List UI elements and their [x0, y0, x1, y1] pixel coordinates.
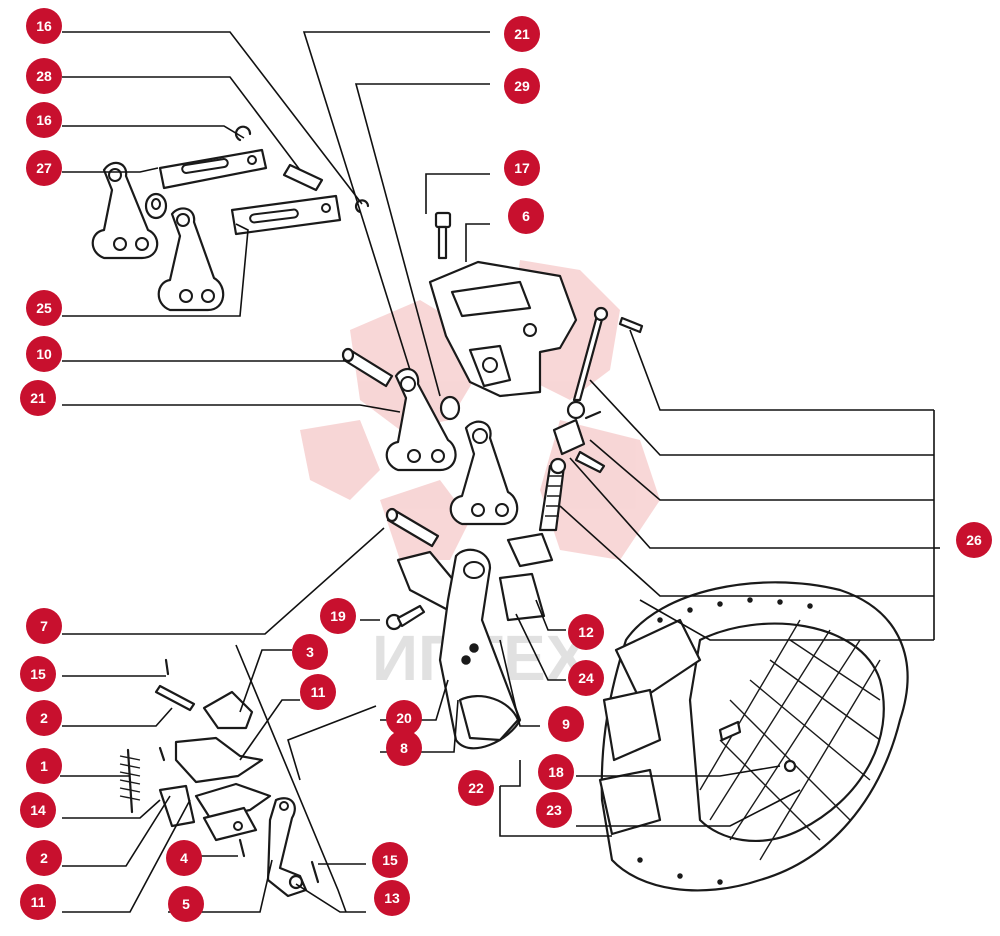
callout-label: 11 — [31, 894, 46, 910]
callout-label: 22 — [468, 780, 484, 796]
part-rod-assembly — [498, 306, 644, 622]
callout-label: 7 — [40, 618, 48, 634]
callout-label: 10 — [36, 346, 52, 362]
callout: 9 — [548, 706, 584, 742]
callout: 10 — [26, 336, 62, 372]
callout-label: 3 — [306, 644, 314, 660]
callout-label: 20 — [396, 710, 412, 726]
callout-label: 26 — [966, 532, 982, 548]
callout: 8 — [386, 730, 422, 766]
callout-label: 21 — [514, 26, 530, 42]
callout: 26 — [956, 522, 992, 558]
callout-label: 14 — [30, 802, 46, 818]
callout-label: 6 — [522, 208, 530, 224]
callout: 4 — [166, 840, 202, 876]
callout-label: 18 — [548, 764, 564, 780]
callout: 14 — [20, 792, 56, 828]
callout: 5 — [168, 886, 204, 922]
callout: 21 — [504, 16, 540, 52]
callout-label: 15 — [30, 666, 46, 682]
callout-label: 25 — [36, 300, 52, 316]
callout-label: 24 — [578, 670, 594, 686]
callout: 11 — [20, 884, 56, 920]
callout: 12 — [568, 614, 604, 650]
callout: 13 — [374, 880, 410, 916]
callout-label: 1 — [40, 758, 48, 774]
callout: 23 — [536, 792, 572, 828]
part-lever-arm — [385, 548, 522, 750]
callout: 25 — [26, 290, 62, 326]
callout-label: 2 — [40, 710, 48, 726]
callout-label: 9 — [562, 716, 570, 732]
callout-label: 19 — [330, 608, 346, 624]
leader-lines — [60, 31, 940, 913]
callout-label: 15 — [382, 852, 398, 868]
callout: 28 — [26, 58, 62, 94]
callout: 15 — [372, 842, 408, 878]
callout-label: 2 — [40, 850, 48, 866]
callout: 2 — [26, 840, 62, 876]
callout: 24 — [568, 660, 604, 696]
callout: 17 — [504, 150, 540, 186]
callout-label: 4 — [180, 850, 188, 866]
callout: 15 — [20, 656, 56, 692]
callout-label: 17 — [514, 160, 530, 176]
callout-label: 21 — [30, 390, 46, 406]
part-housing — [428, 211, 578, 398]
callout-label: 5 — [182, 896, 190, 912]
callout: 2 — [26, 700, 62, 736]
callout-label: 16 — [36, 112, 52, 128]
callout: 7 — [26, 608, 62, 644]
part-central-levers — [341, 347, 519, 548]
callout: 21 — [20, 380, 56, 416]
callout: 22 — [458, 770, 494, 806]
callout-label: 8 — [400, 740, 408, 756]
callout-label: 11 — [311, 684, 326, 700]
callout: 29 — [504, 68, 540, 104]
callout: 18 — [538, 754, 574, 790]
callout: 1 — [26, 748, 62, 784]
callout-label: 27 — [36, 160, 52, 176]
callout-label: 28 — [36, 68, 52, 84]
callout-label: 16 — [36, 18, 52, 34]
callout: 20 — [386, 700, 422, 736]
callout-label: 23 — [546, 802, 562, 818]
part-brake-band — [598, 581, 909, 892]
part-link-plates-top-left — [91, 125, 370, 312]
callout: 6 — [508, 198, 544, 234]
callout-label: 13 — [384, 890, 400, 906]
part-bottom-left-mechanism — [119, 658, 320, 898]
callout: 19 — [320, 598, 356, 634]
callout: 3 — [292, 634, 328, 670]
callout: 11 — [300, 674, 336, 710]
callout: 16 — [26, 8, 62, 44]
callout: 16 — [26, 102, 62, 138]
callout-label: 12 — [578, 624, 594, 640]
callout: 27 — [26, 150, 62, 186]
callout-label: 29 — [514, 78, 530, 94]
